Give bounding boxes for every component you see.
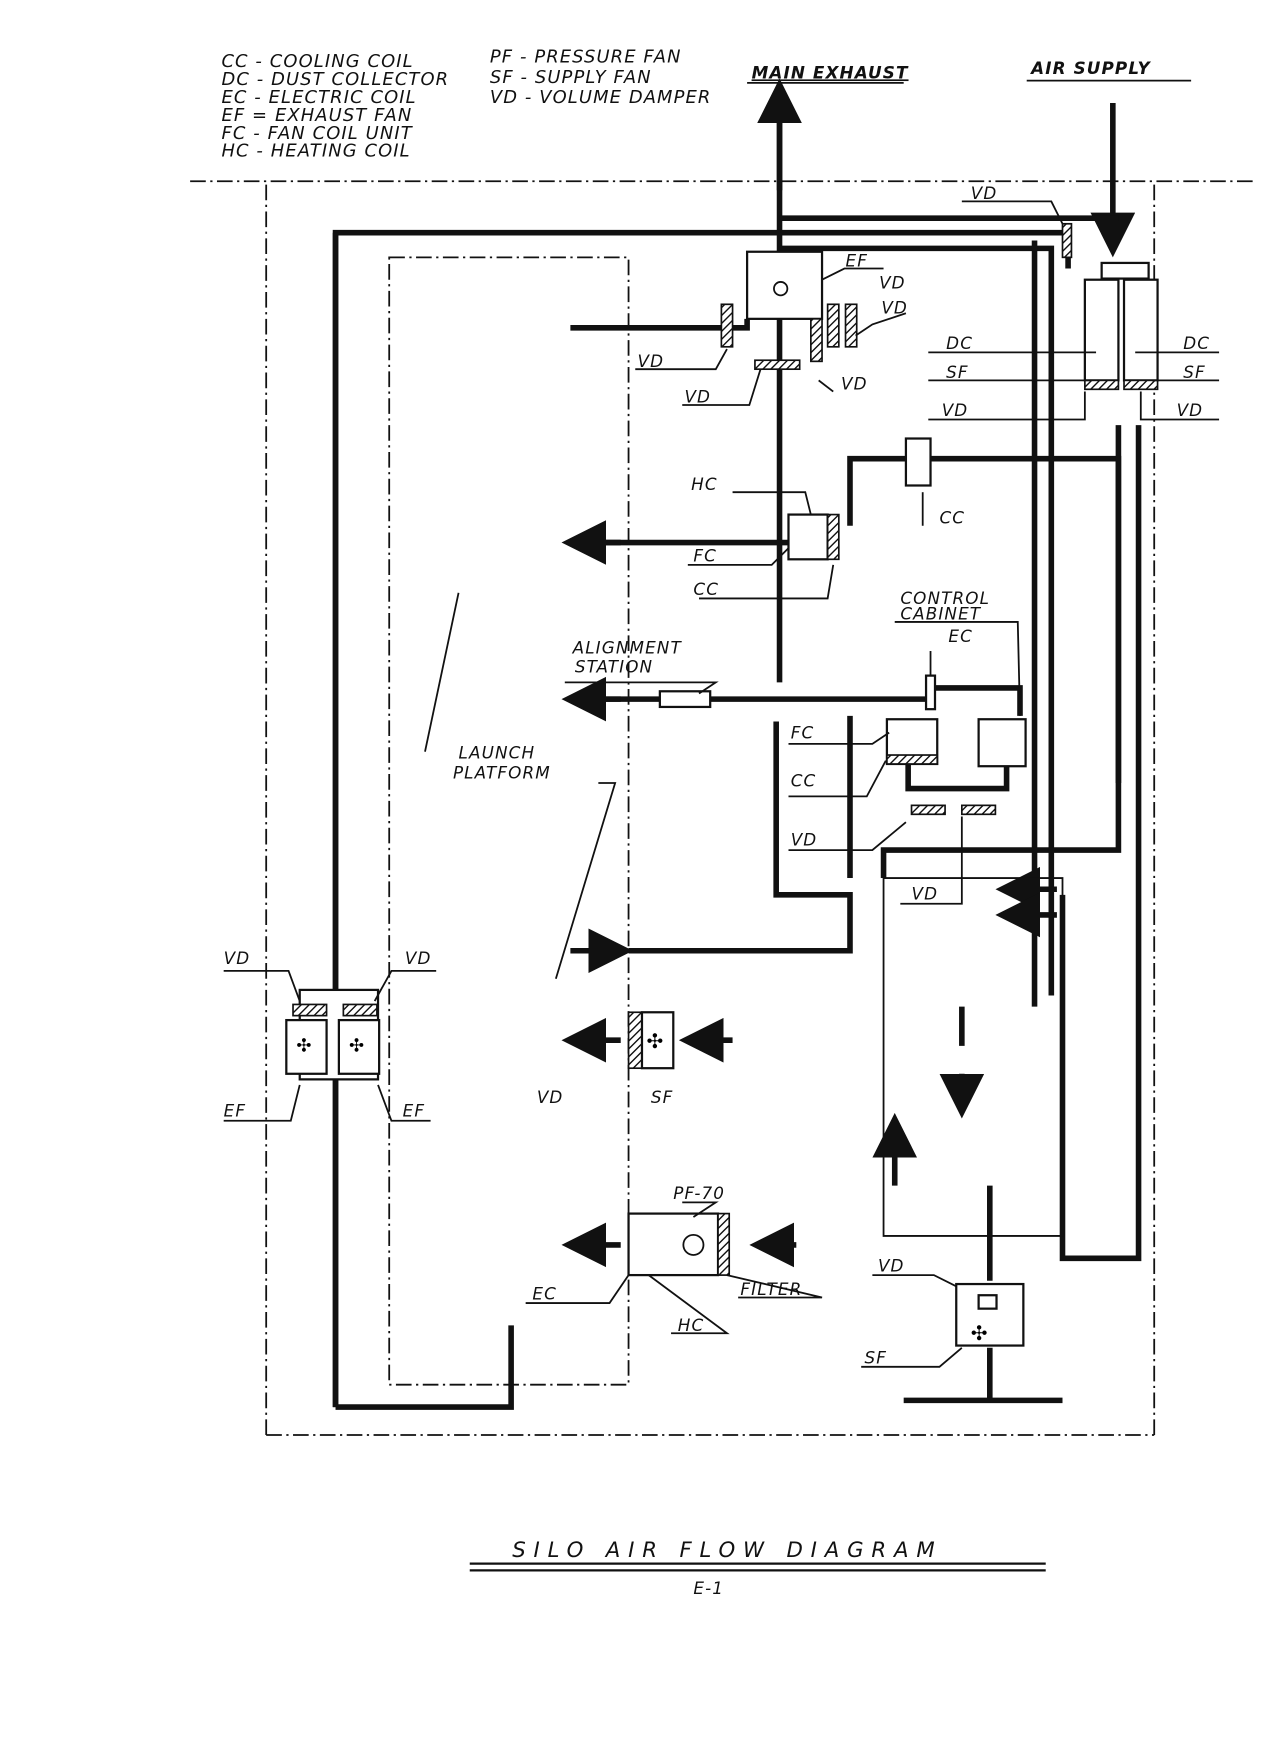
label: SF: [946, 362, 969, 382]
legend-item: PF - PRESSURE FAN: [490, 47, 682, 68]
label: VD: [1177, 400, 1204, 420]
label: VD: [224, 948, 251, 968]
main-exhaust-label: MAIN EXHAUST: [752, 62, 909, 82]
label: HC: [691, 474, 718, 494]
legend-item: FC - FAN COIL UNIT: [221, 123, 413, 144]
fan-coil-unit-hc: [787, 513, 840, 561]
label: ALIGNMENT: [572, 637, 683, 657]
label: PF-70: [673, 1183, 725, 1203]
title-block: SILO AIR FLOW DIAGRAM E-1: [469, 1538, 1046, 1598]
label: FC: [791, 722, 815, 742]
label: CC: [939, 508, 965, 528]
label: CABINET: [900, 604, 981, 624]
legend-item: CC - COOLING COIL: [221, 51, 413, 72]
label: VD: [791, 830, 818, 850]
label: VD: [971, 183, 998, 203]
drawing-number: E-1: [693, 1578, 724, 1598]
legend-item: VD - VOLUME DAMPER: [490, 87, 712, 108]
silo-boundary: [190, 180, 1253, 1436]
label: HC: [678, 1315, 705, 1335]
label: FC: [693, 546, 717, 566]
label: VD: [841, 373, 868, 393]
label: CONTROL: [900, 588, 990, 608]
label: DC: [946, 333, 973, 353]
label: DC: [1183, 333, 1210, 353]
leader-lines: [223, 200, 1220, 1368]
main-exhaust-fan: [720, 250, 858, 371]
alignment-station: [658, 690, 712, 709]
launch-platform-outline: [388, 256, 630, 1386]
legend: CC - COOLING COIL DC - DUST COLLECTOR EC…: [221, 47, 712, 162]
label: VD: [912, 883, 939, 903]
component-labels: VD EF VD VD VD VD VD DC SF VD DC SF VD H…: [224, 183, 1210, 1367]
fan-icon: ✣: [296, 1035, 311, 1055]
label: EC: [532, 1284, 557, 1304]
supply-fan-mid: ✣: [627, 1011, 675, 1070]
exhaust-fans-left: ✣ ✣: [285, 988, 381, 1081]
legend-item: EC - ELECTRIC COIL: [221, 87, 416, 108]
legend-item: HC - HEATING COIL: [221, 141, 410, 162]
label: VD: [537, 1087, 564, 1107]
fan-icon: ✣: [349, 1035, 364, 1055]
label: EF: [846, 250, 868, 270]
label: SF: [865, 1347, 888, 1367]
label: VD: [405, 948, 432, 968]
legend-item: SF - SUPPLY FAN: [490, 67, 652, 88]
label: VD: [684, 387, 711, 407]
cooling-coil-box: [904, 437, 932, 487]
label: EF: [403, 1100, 425, 1120]
diagram-title: SILO AIR FLOW DIAGRAM: [512, 1538, 942, 1563]
label: SF: [1183, 362, 1206, 382]
label: LAUNCH: [459, 742, 536, 762]
fan-icon: ✣: [646, 1031, 663, 1053]
legend-item: EF = EXHAUST FAN: [221, 105, 412, 126]
label: PLATFORM: [453, 763, 551, 783]
label: EC: [948, 626, 973, 646]
label: CC: [791, 770, 817, 790]
supply-dust-collectors: [1061, 222, 1159, 391]
air-supply-label: AIR SUPPLY: [1029, 58, 1151, 78]
label: EF: [224, 1100, 246, 1120]
fan-icon: ✣: [971, 1323, 988, 1345]
label: VD: [879, 273, 906, 293]
pressure-fan-pf70: [627, 1212, 731, 1277]
label: VD: [638, 351, 665, 371]
control-cabinet: [885, 674, 1027, 816]
label: VD: [942, 400, 969, 420]
label: VD: [881, 297, 908, 317]
label: SF: [651, 1087, 674, 1107]
bottom-supply-fan: ✣: [955, 1282, 1025, 1347]
label: VD: [878, 1256, 905, 1276]
legend-item: DC - DUST COLLECTOR: [221, 69, 449, 90]
label: STATION: [575, 656, 653, 676]
label: FILTER: [740, 1279, 802, 1299]
label: CC: [693, 579, 719, 599]
